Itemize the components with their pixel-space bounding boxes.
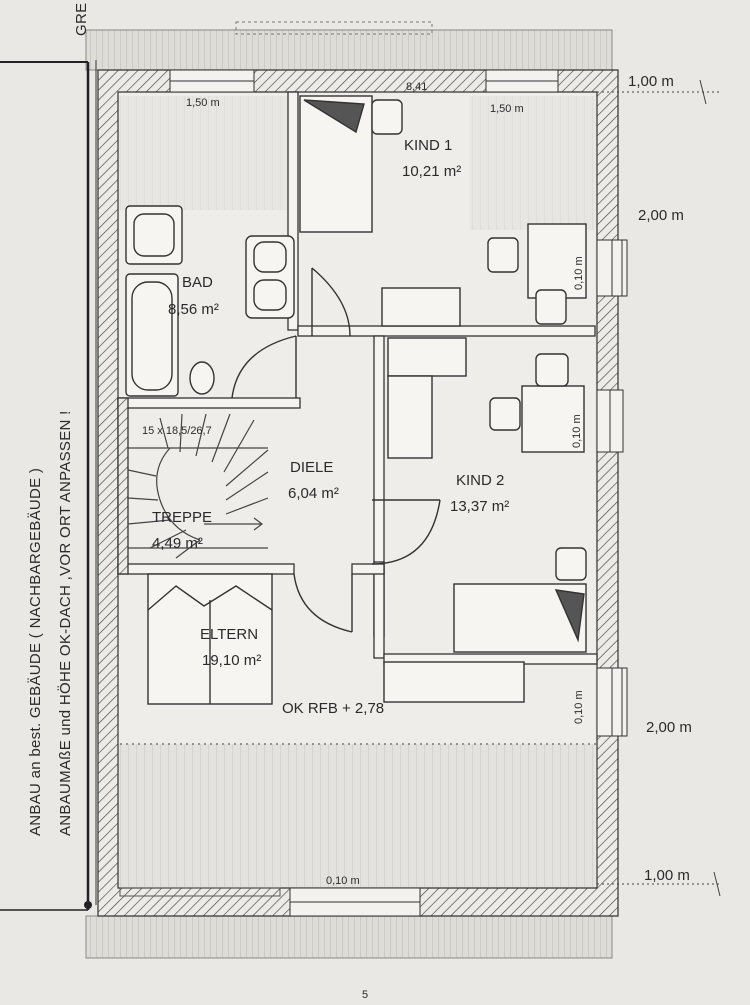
staircase	[127, 413, 269, 559]
dim-sill-3: 0,10 m	[573, 690, 585, 724]
treppe-area: 4,49 m²	[152, 535, 203, 552]
kind2-name: KIND 2	[456, 472, 504, 489]
level-note: OK RFB + 2,78	[282, 700, 384, 717]
dim-right-top: 1,00 m	[628, 73, 674, 90]
dim-bottom-sill: 0,10 m	[326, 875, 360, 887]
doors	[231, 267, 441, 633]
diele-name: DIELE	[290, 459, 333, 476]
dim-wall-top: 8,41	[406, 81, 427, 93]
eltern-bed	[147, 573, 273, 705]
kind1-name: KIND 1	[404, 137, 452, 154]
bad-name: BAD	[182, 274, 213, 291]
kind1-area: 10,21 m²	[402, 163, 461, 180]
page-number: 5	[362, 989, 368, 1000]
kind1-furniture	[299, 95, 587, 327]
outer-walls	[97, 69, 619, 917]
interior-walls	[117, 91, 598, 665]
dim-sill-2: 0,10 m	[571, 414, 583, 448]
dim-window-left: 1,50 m	[186, 97, 220, 109]
dim-right-upper-mid: 2,00 m	[638, 207, 684, 224]
treppe-name: TREPPE	[152, 509, 212, 526]
side-note-line1: ANBAU an best. GEBÄUDE ( NACHBARGEBÄUDE …	[27, 468, 44, 836]
treppe-spec: 15 x 18,5/26,7	[142, 425, 212, 437]
roof-strip-top	[85, 29, 613, 71]
dimension-lines	[120, 79, 721, 897]
side-note-line2: ANBAUMAßE und HÖHE OK-DACH ,VOR ORT ANPA…	[56, 410, 74, 836]
top-corner-label: GRE	[73, 3, 90, 36]
dim-right-bottom: 1,00 m	[644, 867, 690, 884]
kind2-area: 13,37 m²	[450, 498, 509, 515]
eltern-name: ELTERN	[200, 626, 258, 643]
dim-sill-1: 0,10 m	[573, 256, 585, 290]
kind2-furniture	[383, 337, 587, 703]
eltern-area: 19,10 m²	[202, 652, 261, 669]
dim-right-lower-mid: 2,00 m	[646, 719, 692, 736]
diele-area: 6,04 m²	[288, 485, 339, 502]
bad-area: 8,56 m²	[168, 301, 219, 318]
bath-fixtures	[125, 205, 295, 397]
dim-window-right: 1,50 m	[490, 103, 524, 115]
roof-strip-bottom	[85, 915, 613, 959]
